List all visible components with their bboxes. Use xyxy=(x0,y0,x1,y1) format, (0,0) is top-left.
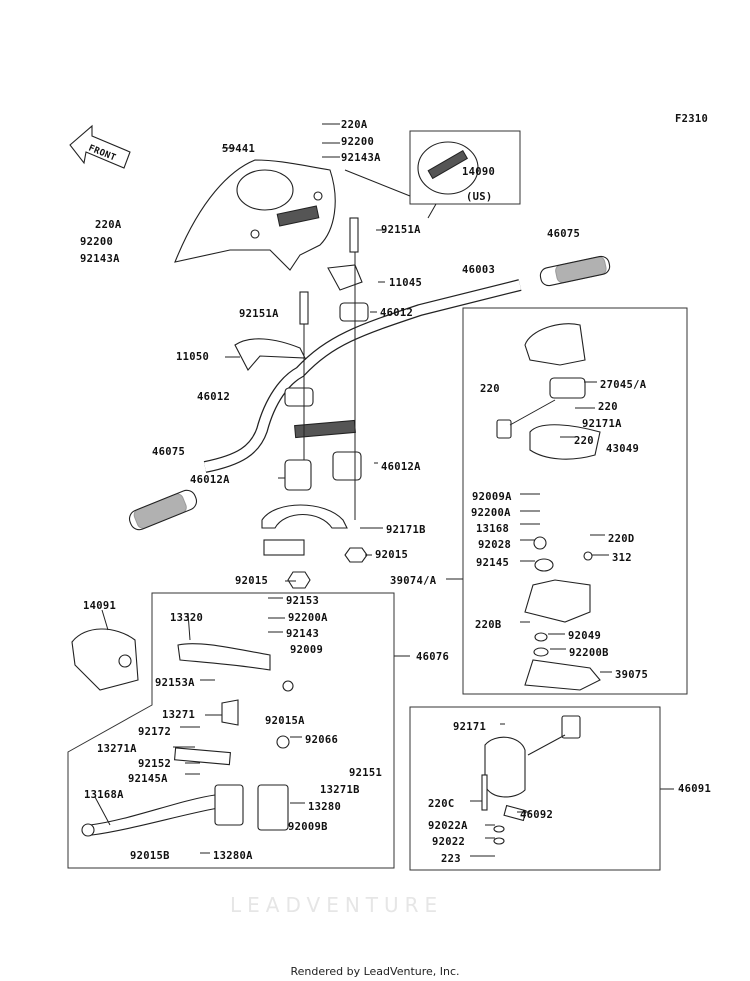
part-label[interactable]: 14091 xyxy=(83,600,116,612)
part-label[interactable]: 92009A xyxy=(472,491,512,503)
part-label[interactable]: 13271A xyxy=(97,743,137,755)
part-label[interactable]: 92143 xyxy=(286,628,319,640)
part-label[interactable]: 92009 xyxy=(290,644,323,656)
part-label[interactable]: 92143A xyxy=(80,253,120,265)
part-label[interactable]: 92145 xyxy=(476,557,509,569)
part-label[interactable]: 13168A xyxy=(84,789,124,801)
part-label[interactable]: 13271B xyxy=(320,784,360,796)
part-label[interactable]: 43049 xyxy=(606,443,639,455)
part-label[interactable]: 92153 xyxy=(286,595,319,607)
watermark: LEADVENTURE xyxy=(230,893,443,917)
part-label[interactable]: 13280 xyxy=(308,801,341,813)
part-label[interactable]: 46012 xyxy=(197,391,230,403)
right-grip-part xyxy=(539,255,611,287)
part-label[interactable]: 92200A xyxy=(288,612,328,624)
front-arrow-icon: FRONT xyxy=(69,124,131,169)
part-label[interactable]: 46012 xyxy=(380,307,413,319)
part-label[interactable]: 92151 xyxy=(349,767,382,779)
part-label[interactable]: 46012A xyxy=(190,474,230,486)
part-label[interactable]: 92151A xyxy=(239,308,279,320)
part-label[interactable]: 92152 xyxy=(138,758,171,770)
part-label[interactable]: 46092 xyxy=(520,809,553,821)
part-label[interactable]: 92022 xyxy=(432,836,465,848)
part-label[interactable]: 46003 xyxy=(462,264,495,276)
part-label[interactable]: 13168 xyxy=(476,523,509,535)
part-label[interactable]: 220D xyxy=(608,533,635,545)
part-label[interactable]: 46091 xyxy=(678,783,711,795)
part-label[interactable]: 39075 xyxy=(615,669,648,681)
part-label[interactable]: 92200A xyxy=(471,507,511,519)
part-label[interactable]: 92153A xyxy=(155,677,195,689)
left-switch-box xyxy=(409,706,661,871)
part-label[interactable]: 92028 xyxy=(478,539,511,551)
part-label[interactable]: 223 xyxy=(441,853,461,865)
throttle-case-box xyxy=(462,307,688,695)
part-label[interactable]: 11050 xyxy=(176,351,209,363)
us-emblem-box xyxy=(409,130,521,205)
part-label[interactable]: 13271 xyxy=(162,709,195,721)
part-label[interactable]: 312 xyxy=(612,552,632,564)
part-label[interactable]: 220 xyxy=(574,435,594,447)
part-label[interactable]: 92049 xyxy=(568,630,601,642)
part-label[interactable]: 220 xyxy=(598,401,618,413)
part-label[interactable]: 220A xyxy=(95,219,122,231)
part-label[interactable]: 13320 xyxy=(170,612,203,624)
meter-cover-part xyxy=(174,159,336,271)
part-label[interactable]: 92009B xyxy=(288,821,328,833)
brake-lever-parts xyxy=(71,628,294,837)
part-label[interactable]: 92015 xyxy=(235,575,268,587)
brake-lever-box xyxy=(67,592,395,869)
part-label[interactable]: 92066 xyxy=(305,734,338,746)
part-label[interactable]: 92200 xyxy=(80,236,113,248)
part-label: (US) xyxy=(466,191,493,203)
part-label[interactable]: 220 xyxy=(480,383,500,395)
part-label[interactable]: 46076 xyxy=(416,651,449,663)
part-label[interactable]: 46012A xyxy=(381,461,421,473)
figure-code: F2310 xyxy=(675,113,708,125)
part-label[interactable]: 92015 xyxy=(375,549,408,561)
throttle-case-parts xyxy=(496,323,601,691)
part-label[interactable]: 220B xyxy=(475,619,502,631)
part-label[interactable]: 92171A xyxy=(582,418,622,430)
left-grip-part xyxy=(128,489,198,531)
part-label[interactable]: 92171B xyxy=(386,524,426,536)
part-label[interactable]: 46075 xyxy=(547,228,580,240)
part-label[interactable]: 39074/A xyxy=(390,575,437,587)
part-label[interactable]: 59441 xyxy=(222,143,255,155)
part-label[interactable]: 92015A xyxy=(265,715,305,727)
part-label[interactable]: 11045 xyxy=(389,277,422,289)
part-label[interactable]: 92145A xyxy=(128,773,168,785)
part-label[interactable]: 92171 xyxy=(453,721,486,733)
part-label[interactable]: 92200B xyxy=(569,647,609,659)
part-label[interactable]: 92022A xyxy=(428,820,468,832)
part-label[interactable]: 92143A xyxy=(341,152,381,164)
part-label[interactable]: 14090 xyxy=(462,166,495,178)
part-label[interactable]: 92172 xyxy=(138,726,171,738)
part-label[interactable]: 27045/A xyxy=(600,379,647,391)
part-label[interactable]: 92151A xyxy=(381,224,421,236)
part-label[interactable]: 220C xyxy=(428,798,455,810)
footer-credit: Rendered by LeadVenture, Inc. xyxy=(290,965,459,978)
part-label[interactable]: 92200 xyxy=(341,136,374,148)
holder-parts xyxy=(234,217,369,589)
part-label[interactable]: 92015B xyxy=(130,850,170,862)
part-label[interactable]: 13280A xyxy=(213,850,253,862)
left-switch-parts xyxy=(481,715,581,845)
part-label[interactable]: 220A xyxy=(341,119,368,131)
part-label[interactable]: 46075 xyxy=(152,446,185,458)
